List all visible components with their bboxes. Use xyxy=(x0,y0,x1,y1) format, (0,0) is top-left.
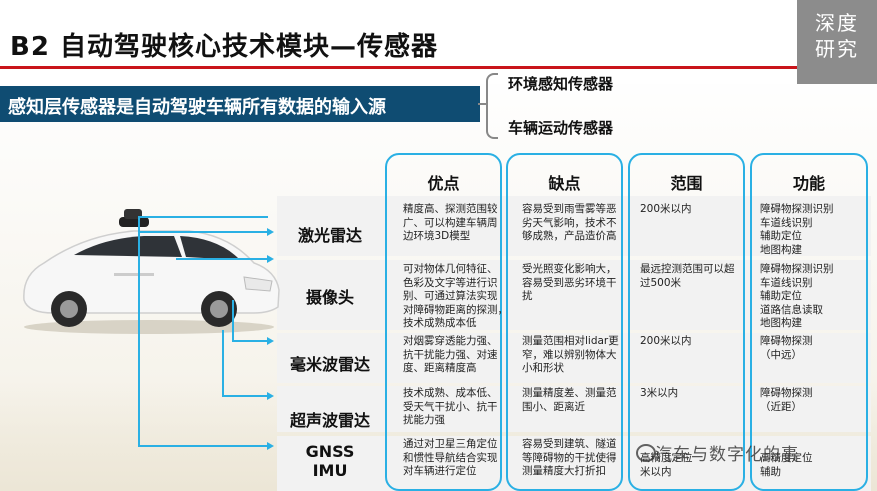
cell-lidar-functions: 障碍物探测识别 车道线识别 辅助定位 地图构建 xyxy=(760,203,834,256)
column-header-advantages: 优点 xyxy=(427,174,460,193)
pointer-lidar-h xyxy=(138,216,268,218)
cell-camera-functions: 障碍物探测识别 车道线识别 辅助定位 道路信息读取 地图构建 xyxy=(760,263,834,329)
column-header-range: 范围 xyxy=(670,174,703,193)
subtitle-banner: 感知层传感器是自动驾驶车辆所有数据的输入源 xyxy=(0,86,480,122)
cell-lidar-disadvantages: 容易受到雨雪雾等恶 劣天气影响，技术不 够成熟，产品造价高 xyxy=(522,203,617,242)
sensor-label-gnss: GNSS xyxy=(305,442,355,461)
sensor-label-ultrasonic: 超声波雷达 xyxy=(289,411,370,430)
brand-line1: 深度 xyxy=(815,11,859,35)
cell-mmwave-disadvantages: 测量范围相对lidar更 窄，难以辨别物体大 小和形状 xyxy=(522,335,619,374)
column-header-functions: 功能 xyxy=(792,174,825,193)
cell-mmwave-range: 200米以内 xyxy=(640,335,692,347)
cell-ultrasonic-disadvantages: 测量精度差、测量范 围小、距离近 xyxy=(522,387,617,413)
cell-ultrasonic-advantages: 技术成熟、成本低、 受天气干扰小、抗干 扰能力强 xyxy=(403,387,498,426)
sensor-label-lidar: 激光雷达 xyxy=(297,226,362,245)
pointer-mmwave-v xyxy=(232,300,234,340)
pointer-ultrasonic-v xyxy=(222,330,224,396)
sensor-label-mmwave: 毫米波雷达 xyxy=(289,355,370,374)
brace-tip xyxy=(478,103,487,105)
column-functions xyxy=(750,153,868,491)
row-bg-mmwave xyxy=(277,333,871,383)
autonomous-car-illustration xyxy=(23,209,280,334)
pointer-camera-h xyxy=(176,258,268,260)
arrow-ultrasonic xyxy=(267,392,274,400)
pointer-ultrasonic-h xyxy=(222,395,268,397)
cell-mmwave-functions: 障碍物探测 （中远） xyxy=(760,335,813,361)
column-advantages xyxy=(385,153,502,491)
row-bg-gnss xyxy=(277,436,871,491)
cell-gnss-disadvantages: 容易受到建筑、隧道 等障碍物的干扰使得 测量精度大打折扣 xyxy=(522,438,617,477)
sensor-label-gnss-imu: GNSS IMU xyxy=(277,442,383,480)
pointer-lidar-h2 xyxy=(138,231,268,233)
page-title: B2 自动驾驶核心技术模块—传感器 xyxy=(10,32,438,62)
brand-badge: 深度 研究 xyxy=(797,0,877,84)
title-underline xyxy=(0,66,797,69)
sensor-label-imu: IMU xyxy=(312,461,348,480)
wechat-icon xyxy=(636,444,656,462)
cell-mmwave-advantages: 对烟雾穿透能力强、 抗干扰能力强、对速 度、距离精度高 xyxy=(403,335,498,374)
cell-camera-disadvantages: 受光照变化影响大， 容易受到恶劣环境干 扰 xyxy=(522,263,617,302)
cell-camera-range: 最远控测范围可以超 过500米 xyxy=(640,263,735,289)
row-bg-camera xyxy=(277,260,871,330)
pointer-mmwave-h xyxy=(232,340,268,342)
cell-camera-advantages: 可对物体几何特征、 色彩及文字等进行识 别、可通过算法实现 对障碍物距离的探测，… xyxy=(403,263,508,329)
row-bg-ultrasonic xyxy=(277,386,871,432)
cell-gnss-functions: 高精度定位 辅助 xyxy=(760,452,813,478)
sensor-type-environment: 环境感知传感器 xyxy=(508,75,614,93)
cell-gnss-advantages: 通过对卫星三角定位 和惯性导航结合实现 对车辆进行定位 xyxy=(403,438,498,477)
sensor-label-camera: 摄像头 xyxy=(305,288,354,307)
arrow-mmwave xyxy=(267,337,274,345)
cell-lidar-range: 200米以内 xyxy=(640,203,692,215)
sensor-type-vehicle-motion: 车辆运动传感器 xyxy=(508,119,614,137)
cell-ultrasonic-functions: 障碍物探测 （近距） xyxy=(760,387,813,413)
pointer-gnss-v xyxy=(138,233,140,446)
arrow-gnss xyxy=(267,442,274,450)
subtitle-text: 感知层传感器是自动驾驶车辆所有数据的输入源 xyxy=(8,97,386,118)
column-disadvantages xyxy=(506,153,623,491)
row-bg-lidar xyxy=(277,196,871,256)
watermark-text: 汽车与数字化的事 xyxy=(655,445,799,465)
column-header-disadvantages: 缺点 xyxy=(548,174,581,193)
pointer-gnss-h xyxy=(138,445,268,447)
pointer-lidar-v xyxy=(138,217,140,231)
brand-line2: 研究 xyxy=(815,37,859,61)
cell-ultrasonic-range: 3米以内 xyxy=(640,387,679,399)
column-range xyxy=(628,153,745,491)
arrow-camera xyxy=(267,255,274,263)
title-bar: B2 自动驾驶核心技术模块—传感器 xyxy=(0,0,797,84)
arrow-lidar xyxy=(267,228,274,236)
brace xyxy=(486,73,498,139)
cell-lidar-advantages: 精度高、探测范围较 广、可以构建车辆周 边环境3D模型 xyxy=(403,203,498,242)
